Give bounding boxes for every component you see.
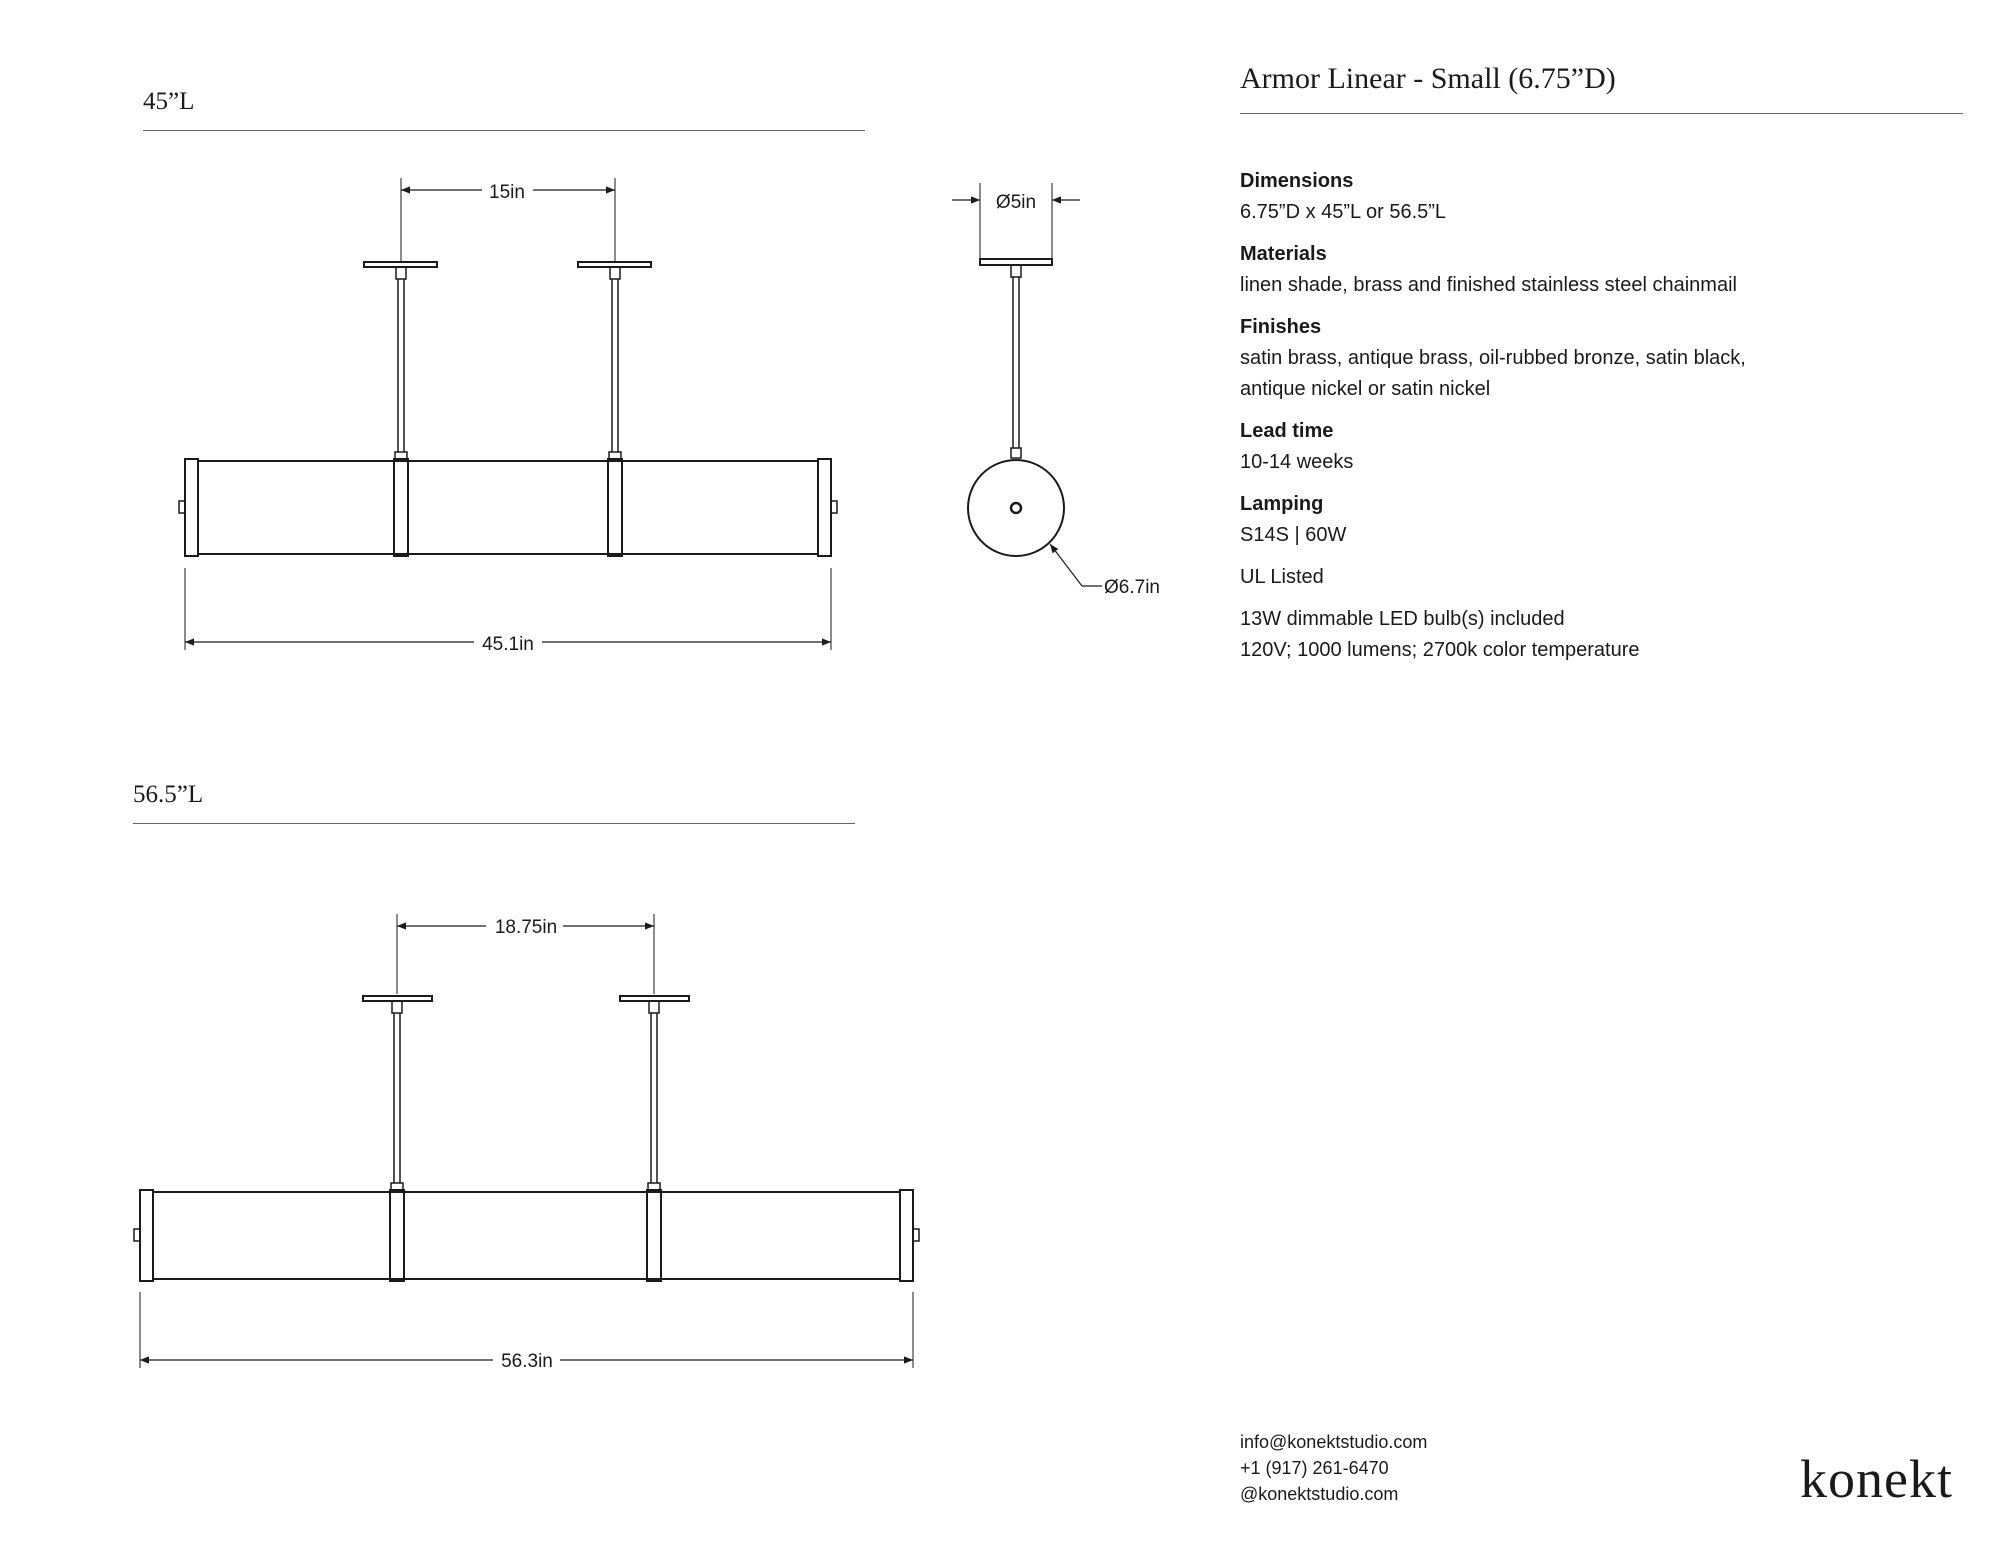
spec-block: Lead time 10-14 weeks bbox=[1240, 416, 1920, 478]
spec-label: Lamping bbox=[1240, 493, 1324, 515]
contact-handle[interactable]: @konektstudio.com bbox=[1240, 1484, 1399, 1504]
side-canopy-label: Ø5in bbox=[996, 192, 1036, 213]
contact-email[interactable]: info@konektstudio.com bbox=[1240, 1432, 1428, 1452]
spec-value: S14S | 60W bbox=[1240, 524, 1347, 546]
spec-value: 6.75”D x 45”L or 56.5”L bbox=[1240, 201, 1447, 223]
spec-value: 10-14 weeks bbox=[1240, 451, 1354, 473]
technical-drawings: 15in 45.1in Ø5in Ø6.7in bbox=[133, 178, 1160, 1372]
spec-label: Finishes bbox=[1240, 316, 1322, 338]
spec-value: antique nickel or satin nickel bbox=[1240, 378, 1491, 400]
spec-label: Lead time bbox=[1240, 420, 1334, 442]
bottom-spacing-label: 18.75in bbox=[495, 917, 557, 938]
spec-block: UL Listed bbox=[1240, 562, 1920, 593]
spec-value: 13W dimmable LED bulb(s) included bbox=[1240, 608, 1565, 630]
spec-label: Materials bbox=[1240, 243, 1327, 265]
top-front-elevation bbox=[178, 178, 838, 650]
spec-block: 13W dimmable LED bulb(s) included 120V; 1… bbox=[1240, 604, 1920, 666]
spec-value: linen shade, brass and finished stainles… bbox=[1240, 274, 1737, 296]
spec-value: 120V; 1000 lumens; 2700k color temperatu… bbox=[1240, 639, 1640, 661]
bottom-drawing-title: 56.5”L bbox=[133, 781, 204, 808]
bottom-drawing-rule bbox=[133, 823, 855, 824]
brand-logo: konekt bbox=[1800, 1449, 1953, 1509]
spec-label: Dimensions bbox=[1240, 170, 1354, 192]
side-shade-label: Ø6.7in bbox=[1104, 577, 1160, 598]
top-spacing-label: 15in bbox=[489, 182, 525, 203]
spec-value: satin brass, antique brass, oil-rubbed b… bbox=[1240, 347, 1746, 369]
contact-info: info@konektstudio.com +1 (917) 261-6470 … bbox=[1240, 1429, 1427, 1507]
side-end-view bbox=[952, 183, 1102, 587]
top-length-label: 45.1in bbox=[482, 634, 534, 655]
top-drawing-rule bbox=[143, 130, 865, 131]
bottom-front-elevation bbox=[133, 914, 920, 1368]
top-drawing-title: 45”L bbox=[143, 88, 195, 115]
spec-block: Finishes satin brass, antique brass, oil-… bbox=[1240, 312, 1920, 405]
spec-list: Dimensions 6.75”D x 45”L or 56.5”L Materia… bbox=[1240, 166, 1920, 677]
spec-value: UL Listed bbox=[1240, 566, 1324, 588]
spec-block: Materials linen shade, brass and finished… bbox=[1240, 239, 1920, 301]
product-title-rule bbox=[1240, 113, 1963, 114]
contact-phone[interactable]: +1 (917) 261-6470 bbox=[1240, 1458, 1389, 1478]
spec-block: Dimensions 6.75”D x 45”L or 56.5”L bbox=[1240, 166, 1920, 228]
bottom-length-label: 56.3in bbox=[501, 1351, 553, 1372]
product-title: Armor Linear - Small (6.75”D) bbox=[1240, 62, 1616, 95]
